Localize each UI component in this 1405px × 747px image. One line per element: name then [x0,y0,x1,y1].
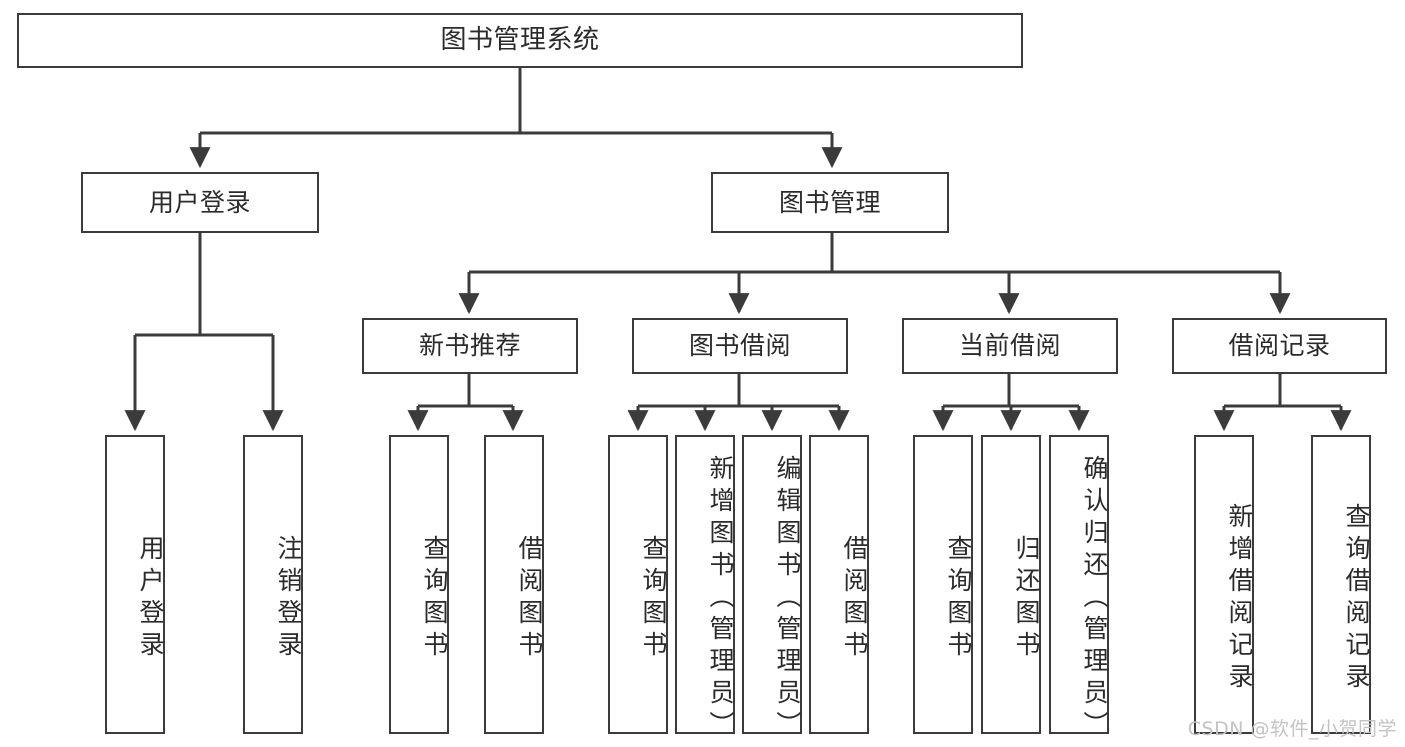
node-user-login[interactable]: 用户登录 [81,172,319,233]
leaf-query-books-borrow[interactable]: 查询图书 [608,435,668,734]
node-label: 归还图书 [1012,534,1041,663]
node-label: 图书借阅 [688,331,791,361]
watermark: CSDN @软件_小贺同学 [1187,718,1397,740]
leaf-user-login[interactable]: 用户登录 [105,435,165,734]
node-borrowing-records[interactable]: 借阅记录 [1172,318,1387,374]
node-label: 注销登录 [274,534,303,663]
leaf-query-borrowing-record[interactable]: 查询借阅记录 [1311,435,1371,734]
leaf-query-books-recommend[interactable]: 查询图书 [389,435,449,734]
node-label: 编辑图书（管理员） [773,454,802,743]
node-label: 用户登录 [136,534,165,663]
node-label: 当前借阅 [958,331,1061,361]
node-label: 图书管理 [778,187,881,217]
leaf-confirm-return-admin[interactable]: 确认归还（管理员） [1049,435,1109,743]
leaf-add-book-admin[interactable]: 新增图书（管理员） [675,435,735,743]
node-label: 借阅图书 [515,534,544,663]
node-label: 新增借阅记录 [1225,502,1254,695]
node-label: 查询图书 [639,534,668,663]
leaf-add-borrowing-record[interactable]: 新增借阅记录 [1194,435,1254,734]
node-label: 新增图书（管理员） [706,454,735,743]
node-label: 查询图书 [420,534,449,663]
leaf-edit-book-admin[interactable]: 编辑图书（管理员） [742,435,802,743]
node-label: 确认归还（管理员） [1080,454,1109,743]
node-label: 查询图书 [944,534,973,663]
node-book-borrowing[interactable]: 图书借阅 [632,318,848,374]
leaf-logout[interactable]: 注销登录 [243,435,303,734]
node-root-book-management-system[interactable]: 图书管理系统 [17,13,1023,68]
node-label: 图书管理系统 [440,25,600,56]
leaf-query-books-current[interactable]: 查询图书 [913,435,973,734]
leaf-borrow-books-recommend[interactable]: 借阅图书 [484,435,544,734]
leaf-borrow-books[interactable]: 借阅图书 [809,435,869,734]
node-book-management[interactable]: 图书管理 [711,172,949,233]
node-new-book-recommendation[interactable]: 新书推荐 [362,318,578,374]
node-label: 查询借阅记录 [1342,502,1371,695]
node-label: 新书推荐 [418,331,521,361]
node-label: 借阅图书 [840,534,869,663]
leaf-return-books[interactable]: 归还图书 [981,435,1041,734]
node-label: 用户登录 [148,187,251,217]
node-current-borrowing[interactable]: 当前借阅 [902,318,1118,374]
node-label: 借阅记录 [1228,331,1331,361]
